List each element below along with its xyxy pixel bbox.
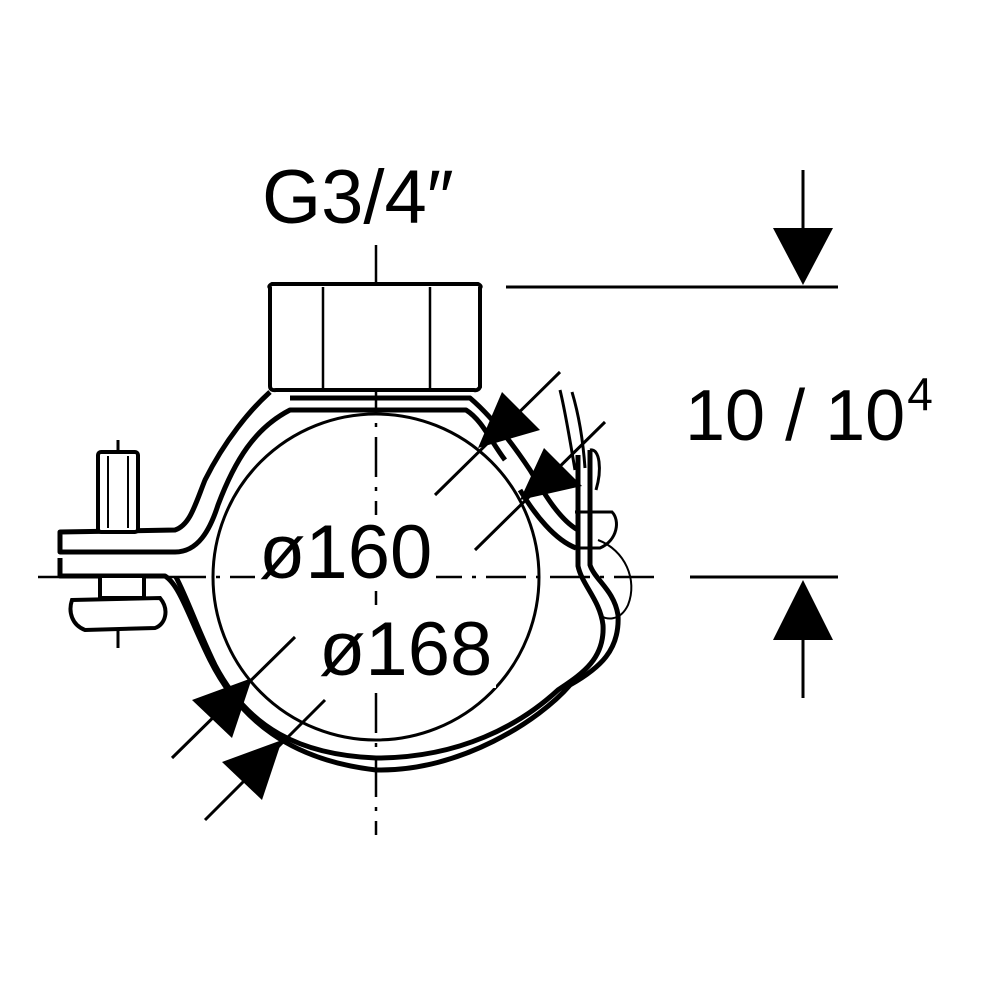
bolt [96,440,140,534]
hex-nut [267,282,483,393]
arrow-lower-2 [222,740,282,800]
arrow-upper-2 [520,448,582,500]
arrow-down-top [773,228,833,285]
inner-diameter-label: ø160 [255,515,437,591]
arrow-upper-1 [478,392,540,448]
outer-diameter-label: ø168 [315,612,497,688]
clamp-hinge [558,389,633,620]
offset-base-text: 10 / 10 [685,376,906,456]
clamp-band [57,390,621,773]
bolt-head [68,574,168,648]
diameter-leaders-lower [170,635,327,822]
offset-exponent-text: 4 [907,368,933,420]
pipe-circle [211,412,541,742]
thread-size-label: G3/4″ [262,155,454,240]
offset-dimension [506,170,838,698]
arrow-up-bottom [773,580,833,640]
arrow-lower-1 [192,678,252,738]
offset-dimension-label: 10 / 104 [685,371,933,452]
